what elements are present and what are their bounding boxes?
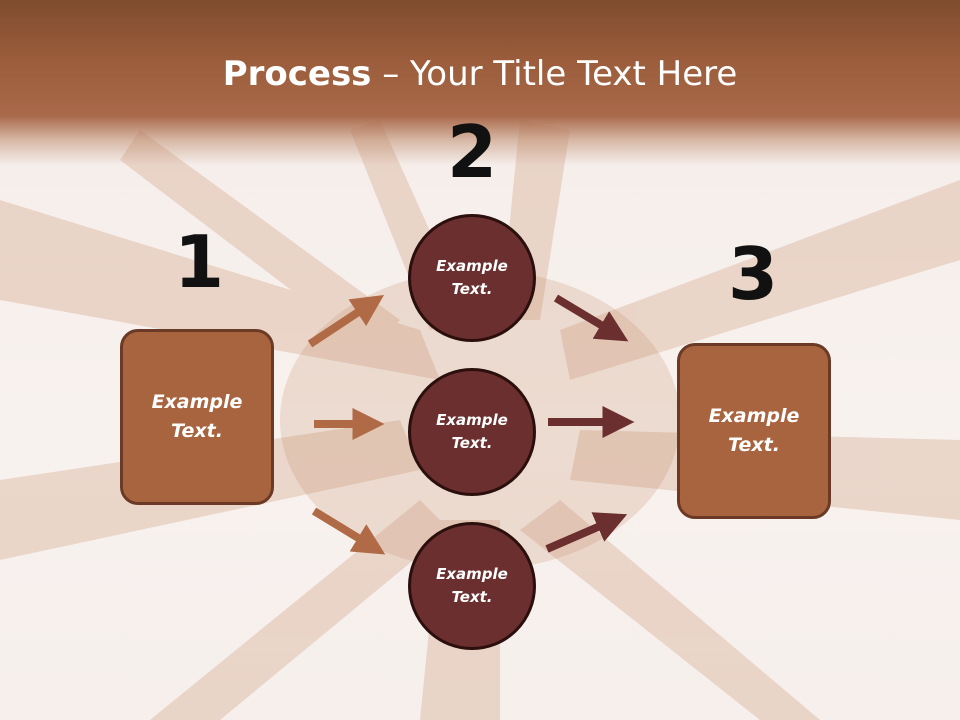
- left-text-box[interactable]: Example Text.: [120, 329, 274, 505]
- circle-bottom-text: Example Text.: [436, 565, 508, 606]
- left-box-text: Example Text.: [151, 391, 243, 442]
- step-number-3: 3: [727, 232, 779, 316]
- title-bold: Process: [222, 54, 372, 94]
- circle-bottom[interactable]: Example Text.: [408, 522, 536, 650]
- step-number-2: 2: [446, 110, 498, 194]
- circle-top-text: Example Text.: [436, 257, 508, 298]
- circle-top[interactable]: Example Text.: [408, 214, 536, 342]
- circle-middle[interactable]: Example Text.: [408, 368, 536, 496]
- circle-middle-text: Example Text.: [436, 411, 508, 452]
- step-number-1: 1: [173, 220, 225, 304]
- title-bar: [0, 0, 960, 165]
- title-rest: – Your Title Text Here: [371, 54, 738, 94]
- slide-title: Process – Your Title Text Here: [0, 52, 960, 96]
- right-text-box[interactable]: Example Text.: [677, 343, 831, 519]
- right-box-text: Example Text.: [708, 405, 800, 456]
